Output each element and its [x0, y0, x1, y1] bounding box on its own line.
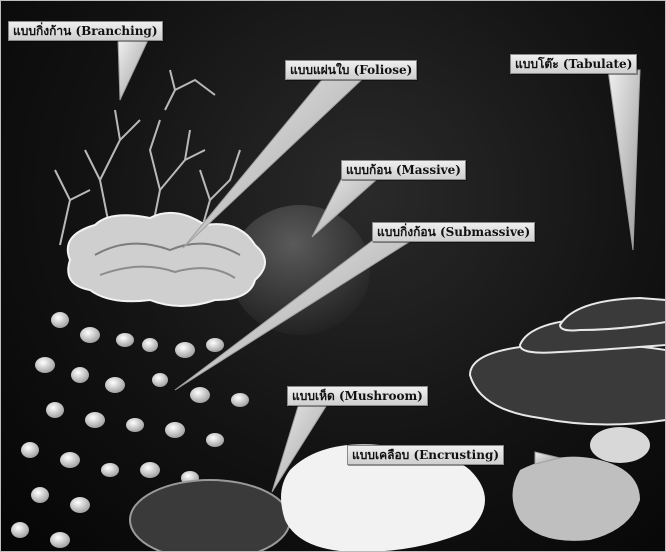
label-massive: แบบก้อน (Massive) — [341, 160, 466, 180]
label-branching: แบบกิ่งก้าน (Branching) — [8, 21, 163, 41]
label-foliose: แบบแผ่นใบ (Foliose) — [285, 60, 417, 80]
label-tabulate: แบบโต๊ะ (Tabulate) — [510, 54, 637, 74]
label-encrusting: แบบเคลือบ (Encrusting) — [347, 445, 504, 465]
foliose-coral — [68, 213, 265, 306]
mushroom-coral — [130, 480, 290, 552]
tabulate-coral — [470, 298, 666, 425]
label-submassive: แบบกิ่งก้อน (Submassive) — [372, 222, 535, 242]
label-mushroom: แบบเห็ด (Mushroom) — [287, 386, 428, 406]
